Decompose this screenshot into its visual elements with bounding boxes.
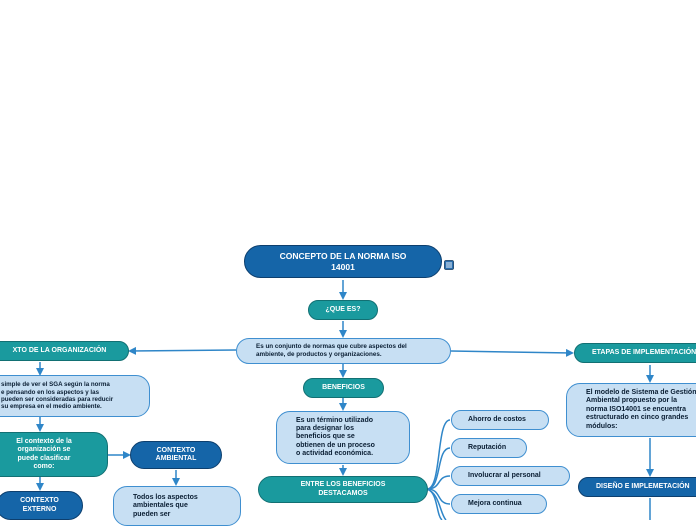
link-dest-ahorro	[426, 419, 451, 490]
node-beneficios-desc[interactable]: Es un término utilizado para designar lo…	[276, 411, 410, 464]
node-etapas-desc[interactable]: El modelo de Sistema de Gestión Ambienta…	[566, 383, 696, 437]
node-beneficios[interactable]: BENEFICIOS	[303, 378, 384, 398]
node-contexto-externo[interactable]: CONTEXTO EXTERNO	[0, 491, 83, 520]
node-ambiental-desc[interactable]: Todos los aspectos ambientales que puede…	[113, 486, 241, 526]
node-diseno-implementacion[interactable]: DISEÑO E IMPLEMETACIÓN	[578, 477, 696, 497]
node-beneficios-destacamos[interactable]: ENTRE LOS BENEFICIOS DESTACAMOS	[258, 476, 428, 503]
link-dest-mejora	[426, 488, 451, 505]
node-contexto-clasifica[interactable]: El contexto de la organización se puede …	[0, 432, 108, 477]
node-que-es[interactable]: ¿QUE ES?	[308, 300, 378, 320]
node-definicion[interactable]: Es un conjunto de normas que cubre aspec…	[236, 338, 451, 364]
node-contexto-organizacion[interactable]: XTO DE LA ORGANIZACIÓN	[0, 341, 129, 361]
node-contexto-desc[interactable]: simple de ver el SGA según la norma e pe…	[0, 375, 150, 417]
node-ahorro-costos[interactable]: Ahorro de costos	[451, 410, 549, 430]
node-reputacion[interactable]: Reputación	[451, 438, 527, 458]
node-contexto-ambiental[interactable]: CONTEXTO AMBIENTAL	[130, 441, 222, 469]
node-involucrar-personal[interactable]: Involucrar al personal	[451, 466, 570, 486]
node-mejora-continua[interactable]: Mejora continua	[451, 494, 547, 514]
link-dest-more2	[426, 488, 447, 520]
link-def-contexto	[128, 346, 237, 355]
node-title[interactable]: CONCEPTO DE LA NORMA ISO 14001	[244, 245, 442, 278]
link-dest-reputacion	[426, 447, 451, 490]
link-def-etapas	[450, 348, 574, 357]
note-icon[interactable]	[444, 257, 454, 270]
node-etapas-implementacion[interactable]: ETAPAS DE IMPLEMENTACIÓN	[574, 343, 696, 363]
